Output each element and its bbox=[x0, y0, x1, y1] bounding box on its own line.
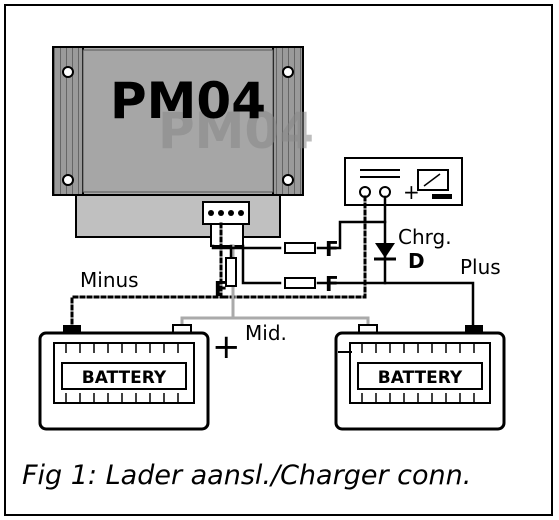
svg-text:F: F bbox=[325, 272, 339, 296]
screw-icon bbox=[62, 174, 74, 186]
screw-icon bbox=[62, 66, 74, 78]
charge-wire bbox=[316, 195, 387, 250]
device-title-shadow: PM04 bbox=[158, 102, 314, 160]
screw-icon bbox=[282, 174, 294, 186]
label-minus: Minus bbox=[80, 268, 139, 292]
wires bbox=[70, 195, 475, 329]
diode-icon bbox=[374, 243, 396, 261]
charger-plus-symbol: + bbox=[403, 180, 420, 204]
screw-icon bbox=[282, 66, 294, 78]
plus-wire bbox=[316, 281, 475, 327]
battery-left: BATTERY bbox=[38, 324, 210, 431]
charger-terminal-plus bbox=[379, 186, 391, 198]
label-chrg: Chrg. bbox=[398, 225, 452, 249]
figure-caption: Fig 1: Lader aansl./Charger conn. bbox=[22, 460, 472, 491]
label-plus: Plus bbox=[460, 255, 501, 279]
label-diode: D bbox=[408, 249, 425, 273]
battery-left-label: BATTERY bbox=[82, 368, 167, 388]
battery-right: BATTERY bbox=[334, 324, 506, 431]
svg-text:F: F bbox=[214, 277, 228, 301]
right-heatsink bbox=[272, 46, 304, 196]
svg-text:F: F bbox=[325, 237, 339, 261]
label-mid: Mid. bbox=[245, 321, 287, 345]
fuse-f1: F bbox=[284, 237, 339, 261]
terminal-cover bbox=[210, 223, 244, 247]
plus-sign: + bbox=[212, 327, 241, 367]
fuse-f2: F bbox=[284, 272, 339, 296]
minus-wire bbox=[70, 222, 223, 327]
charger: + bbox=[344, 157, 463, 206]
charger-minus-wire bbox=[219, 195, 367, 299]
battery-right-label: BATTERY bbox=[378, 368, 463, 388]
device-title: PM04 bbox=[110, 72, 266, 130]
fuse-f3: F bbox=[214, 257, 237, 301]
pm04-device: PM04 PM04 bbox=[52, 46, 314, 247]
